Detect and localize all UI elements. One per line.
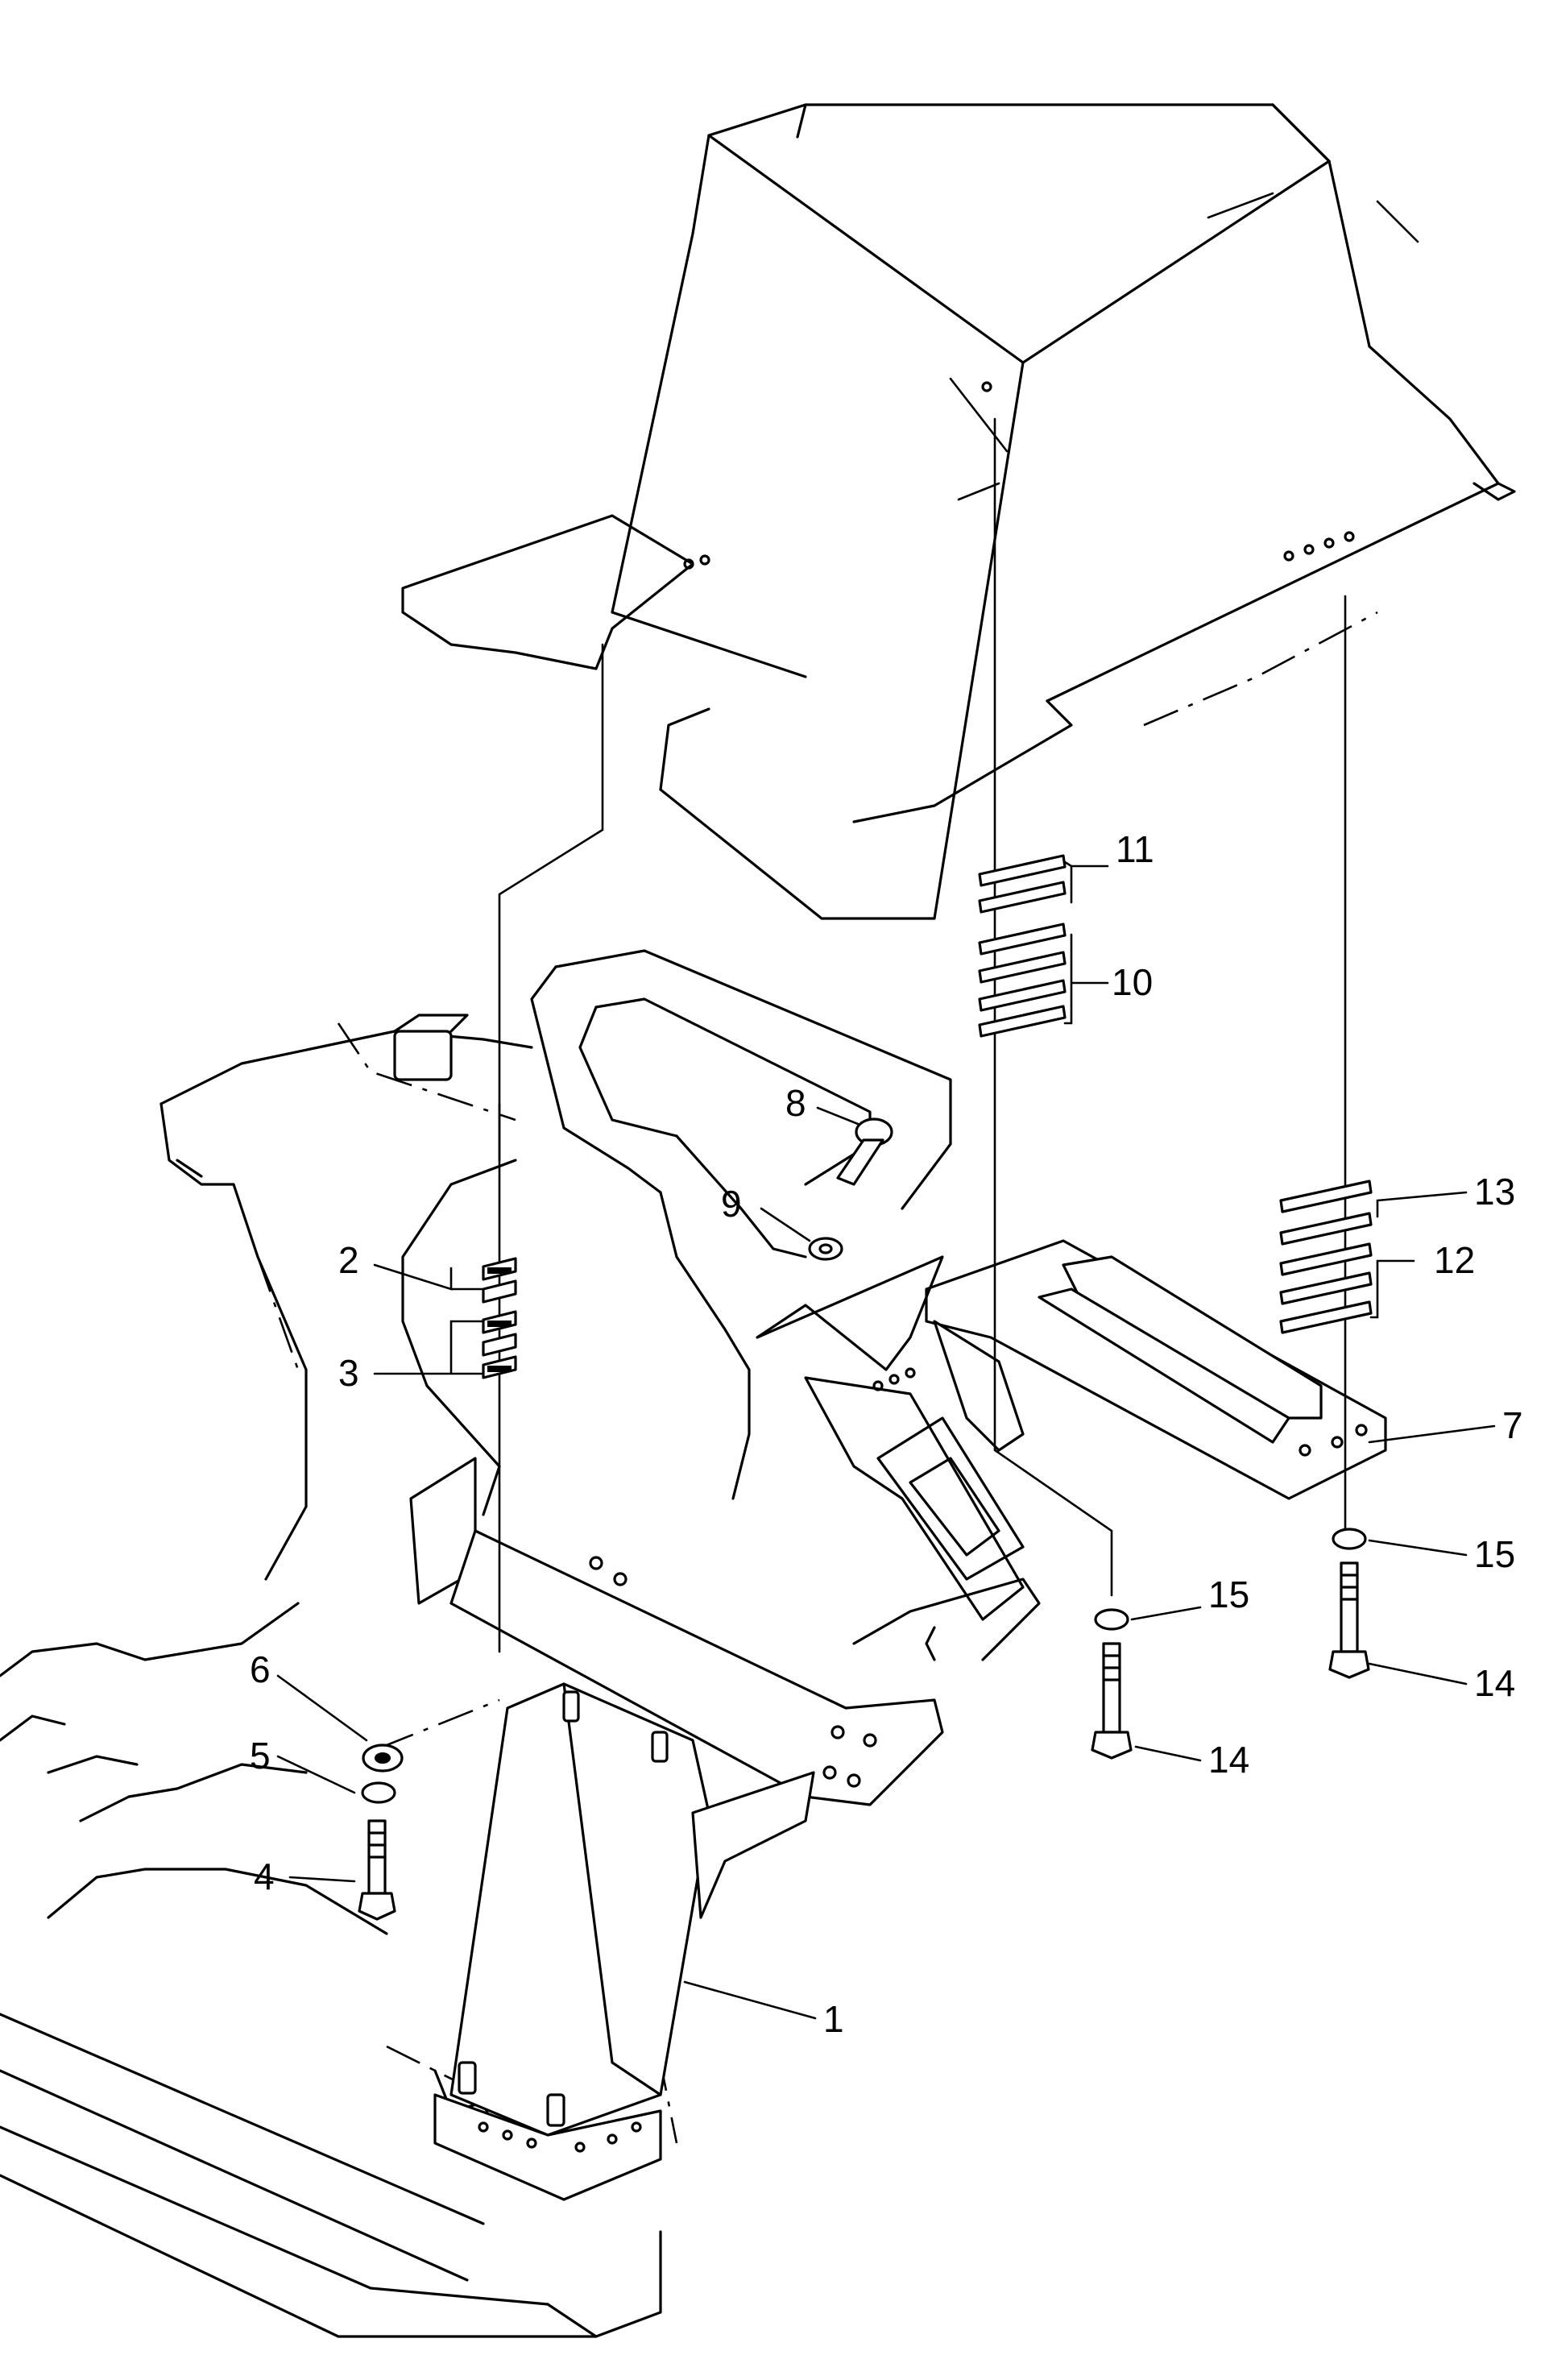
callout-2: 2 [338, 1239, 359, 1281]
mounting-plate [756, 1255, 1025, 1621]
callout-14-right: 14 [1474, 1662, 1515, 1704]
callout-3: 3 [338, 1352, 359, 1394]
callout-8: 8 [785, 1082, 806, 1124]
callout-4: 4 [254, 1855, 275, 1897]
shims-10-11 [978, 854, 1067, 1038]
washer-15-right [1332, 1528, 1367, 1550]
rail-bracket [925, 1239, 1387, 1500]
callout-5: 5 [250, 1735, 271, 1777]
callout-labels: 1 2 3 4 5 6 7 8 9 10 11 12 13 14 14 15 1… [250, 828, 1523, 2040]
callout-12: 12 [1434, 1239, 1475, 1281]
callout-13: 13 [1474, 1171, 1515, 1213]
shims-12-13 [1279, 1180, 1373, 1334]
shims-2-3 [482, 1257, 517, 1379]
support-post-bracket [409, 1457, 944, 2201]
callout-7: 7 [1502, 1404, 1523, 1446]
callout-6: 6 [250, 1648, 271, 1690]
bolt-8 [836, 1117, 893, 1186]
washer-15-left [1094, 1608, 1129, 1631]
callout-14-left: 14 [1208, 1739, 1249, 1781]
nut-6 [362, 1744, 404, 1773]
bolt-14-left [1091, 1642, 1133, 1760]
alignment-lines [378, 417, 1347, 1750]
callout-15-left: 15 [1208, 1574, 1249, 1615]
callout-11: 11 [1116, 828, 1154, 870]
callout-1: 1 [823, 1998, 844, 2040]
washer-5 [361, 1781, 396, 1804]
callout-15-right: 15 [1474, 1533, 1515, 1575]
bolt-4 [358, 1819, 396, 1921]
callout-10: 10 [1112, 961, 1153, 1003]
washer-9 [808, 1237, 843, 1261]
bolt-14-right [1328, 1561, 1370, 1679]
callout-9: 9 [721, 1183, 742, 1225]
cab-floor-assembly [401, 103, 1516, 920]
leader-lines [276, 860, 1496, 2020]
